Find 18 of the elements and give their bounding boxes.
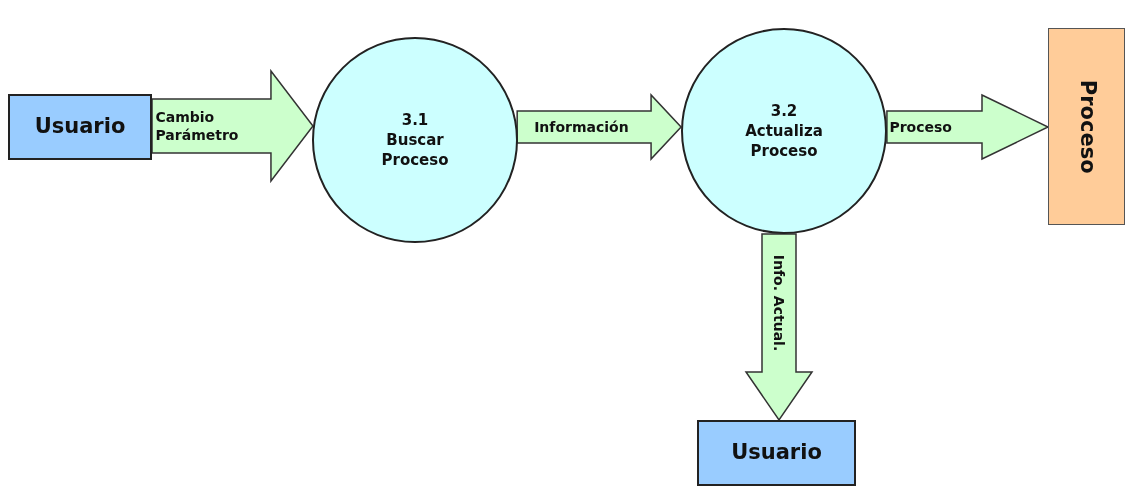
node-label: Usuario: [34, 113, 126, 141]
block-arrow: [516, 93, 683, 161]
node-label: 3.2: [770, 101, 798, 121]
block-arrow: [744, 233, 814, 422]
block-arrow: [151, 68, 314, 184]
data-store-box: [1048, 28, 1125, 225]
edge-label: Información: [534, 118, 630, 136]
edge-label: Cambio Parámetro: [155, 108, 240, 144]
node-label: 3.1: [401, 110, 429, 130]
block-arrow: [886, 93, 1050, 161]
node-label: Proceso: [1074, 79, 1101, 174]
node-label: Actualiza Proceso: [744, 121, 824, 161]
edge-label: Proceso: [889, 118, 953, 136]
edge-label: Info. Actual.: [770, 254, 788, 352]
entity-box: [8, 94, 152, 160]
entity-box: [697, 420, 856, 486]
node-label: Buscar Proceso: [380, 130, 450, 170]
node-label: Usuario: [731, 439, 822, 467]
